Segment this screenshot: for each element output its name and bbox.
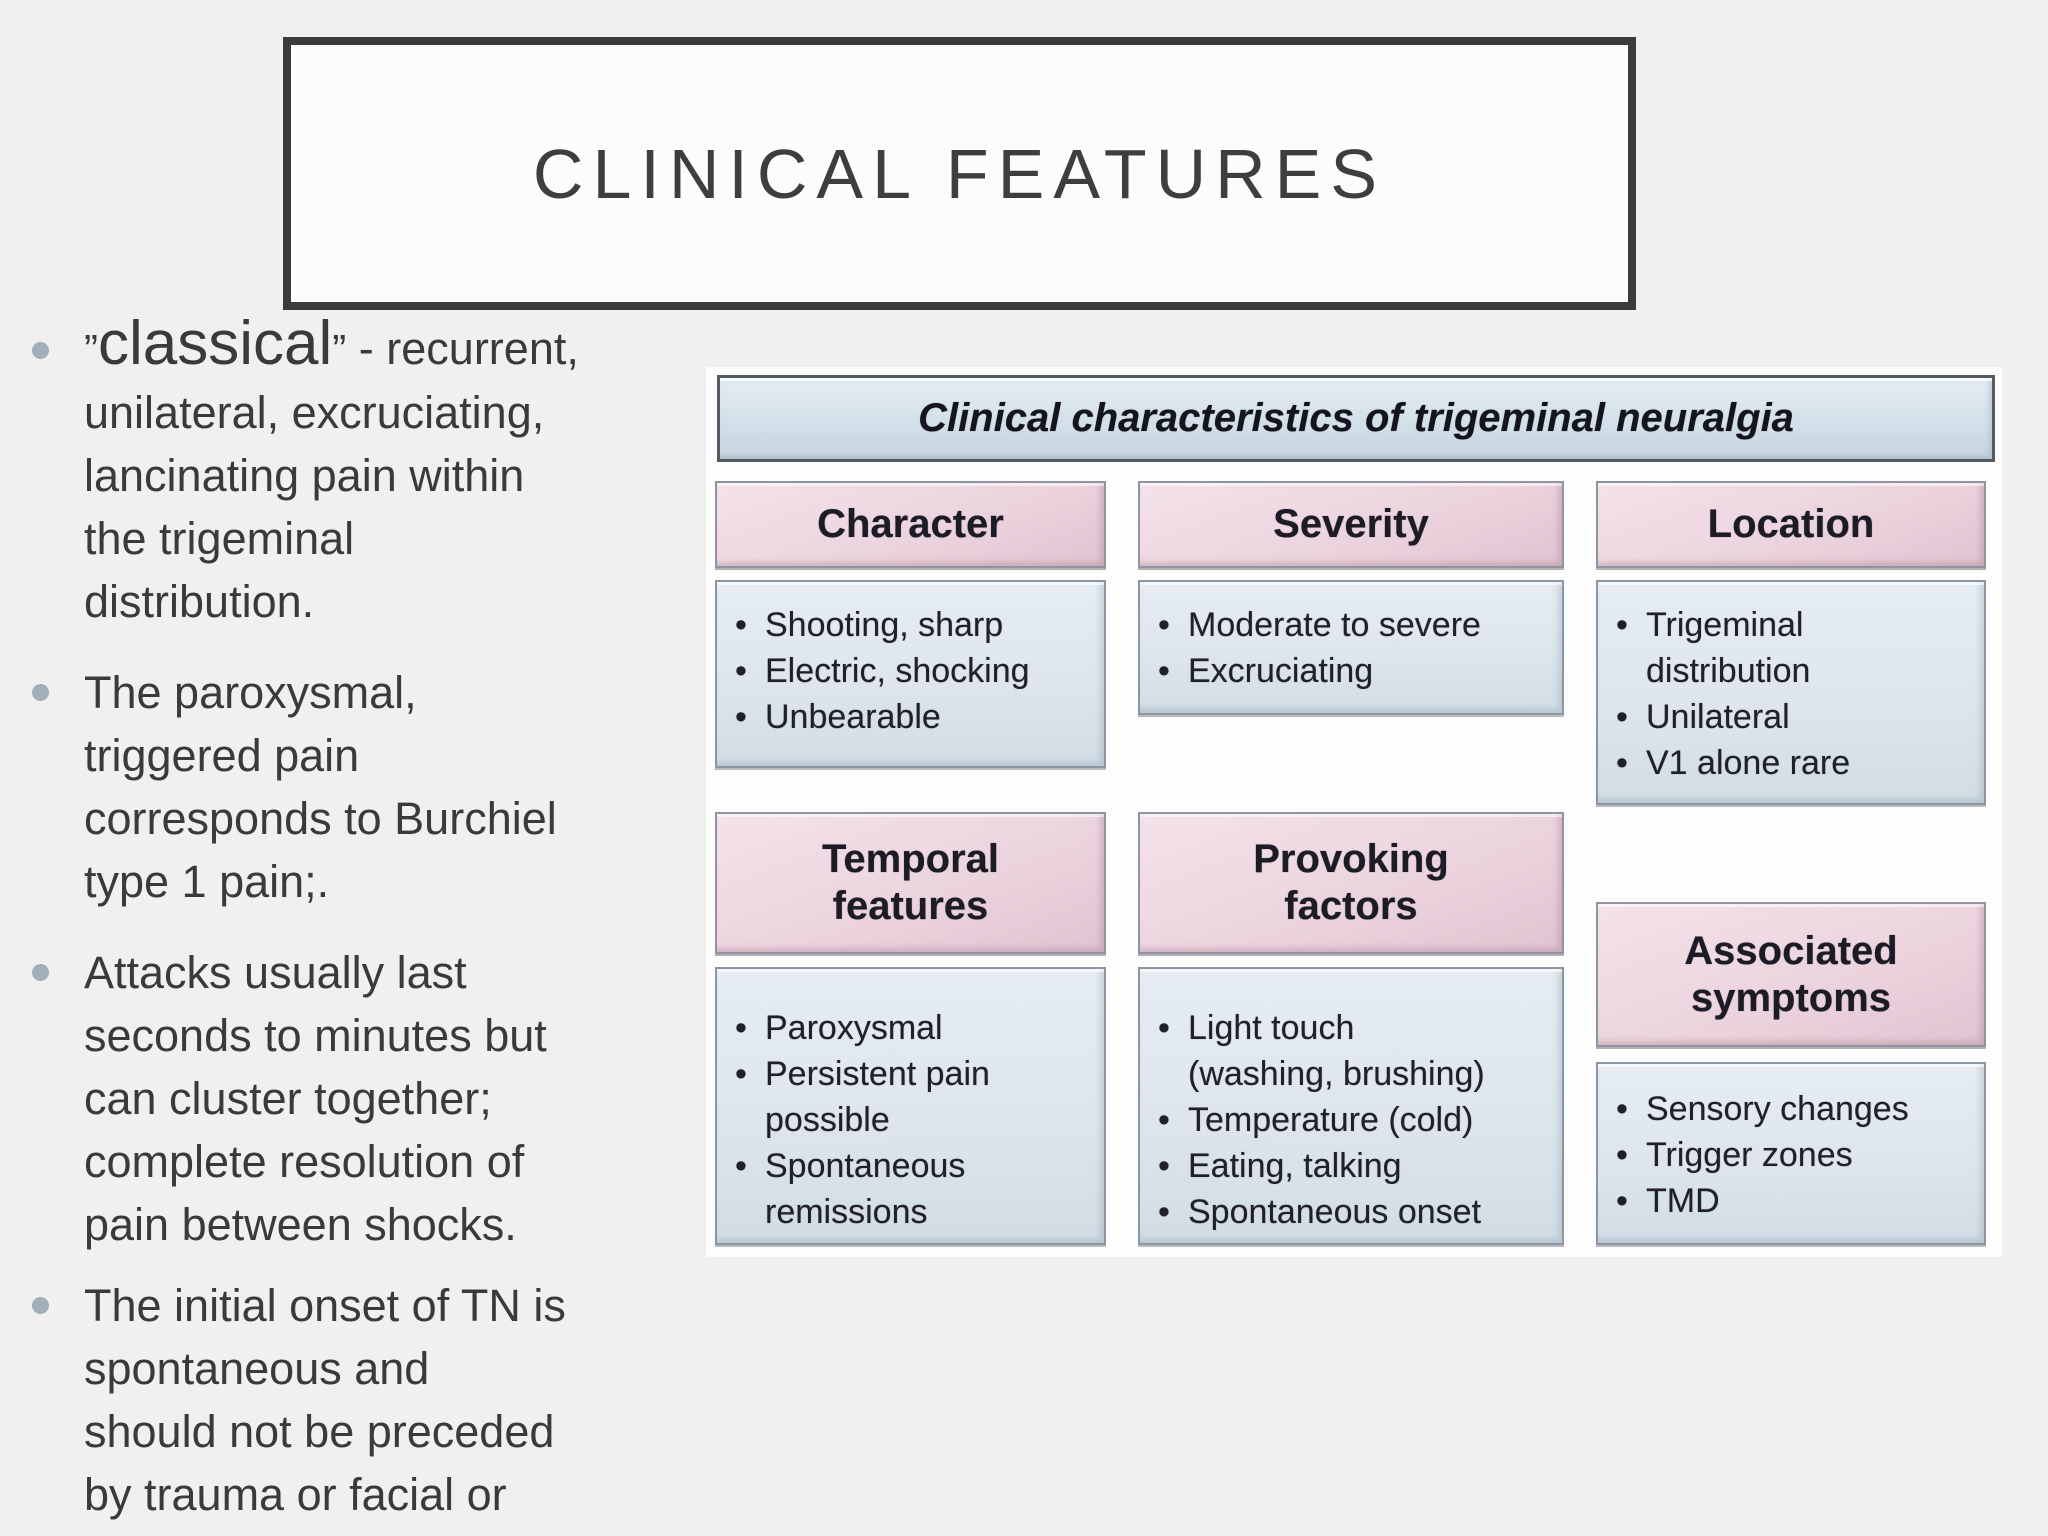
list-item: •Sensory changes (1616, 1086, 1974, 1132)
list-item: •Electric, shocking (735, 648, 1094, 694)
bullet-glyph: • (735, 652, 747, 690)
list-item: •Spontaneous onset (1158, 1189, 1552, 1235)
list-item: •Paroxysmal (735, 1005, 1094, 1051)
bullet-item-4: The initial onset of TN is spontaneous a… (30, 1274, 702, 1536)
list-item: •Trigger zones (1616, 1132, 1974, 1178)
bullet-glyph: • (1616, 606, 1628, 644)
figure-header-severity: Severity (1138, 481, 1564, 568)
list-item: •Unbearable (735, 694, 1094, 740)
bullet-text: The paroxysmal, triggered pain correspon… (84, 667, 557, 907)
bullet-glyph: • (1616, 1090, 1628, 1128)
bullet-glyph: • (1158, 1193, 1170, 1231)
figure-header-character: Character (715, 481, 1106, 568)
bullet-dot (32, 342, 49, 359)
figure-header-location: Location (1596, 481, 1986, 568)
bullet-glyph: • (735, 698, 747, 736)
open-quote: ” (84, 326, 98, 373)
bullet-item-2: The paroxysmal, triggered pain correspon… (30, 661, 702, 913)
bullet-glyph: • (1616, 1182, 1628, 1220)
list-item: •Excruciating (1158, 648, 1552, 694)
title-box: CLINICAL FEATURES (283, 37, 1636, 310)
list-item: •Persistent pain possible (735, 1051, 1094, 1143)
bullet-glyph: • (1158, 1147, 1170, 1185)
figure-title: Clinical characteristics of trigeminal n… (918, 396, 1794, 440)
list-item: •Light touch (washing, brushing) (1158, 1005, 1552, 1097)
bullet-glyph: • (735, 606, 747, 644)
bullet-text: ”classical” - recurrent, unilateral, exc… (84, 309, 579, 627)
bullet-dot (32, 1297, 49, 1314)
figure-title-bar: Clinical characteristics of trigeminal n… (717, 375, 1995, 462)
bullet-glyph: • (735, 1147, 747, 1185)
figure-content-character: •Shooting, sharp •Electric, shocking •Un… (715, 580, 1106, 768)
bullet-glyph: • (1616, 698, 1628, 736)
bullet-item-1: ”classical” - recurrent, unilateral, exc… (30, 312, 702, 633)
bullet-glyph: • (1158, 1009, 1170, 1047)
figure-content-temporal-features: •Paroxysmal •Persistent pain possible •S… (715, 967, 1106, 1245)
figure-content-severity: •Moderate to severe •Excruciating (1138, 580, 1564, 715)
bullet-dot (32, 684, 49, 701)
list-item: •Eating, talking (1158, 1143, 1552, 1189)
bullet-glyph: • (1158, 606, 1170, 644)
bullet-glyph: • (735, 1009, 747, 1047)
bullet-list: ”classical” - recurrent, unilateral, exc… (30, 312, 702, 1536)
list-item: •Temperature (cold) (1158, 1097, 1552, 1143)
list-item: •V1 alone rare (1616, 740, 1974, 786)
emphasis-word: classical (98, 309, 333, 378)
list-item: •Shooting, sharp (735, 602, 1094, 648)
figure-content-provoking-factors: •Light touch (washing, brushing) •Temper… (1138, 967, 1564, 1245)
list-item: •TMD (1616, 1178, 1974, 1224)
bullet-glyph: • (1158, 652, 1170, 690)
bullet-text: The initial onset of TN is spontaneous a… (84, 1280, 566, 1536)
list-item: •Moderate to severe (1158, 602, 1552, 648)
bullet-glyph: • (1158, 1101, 1170, 1139)
figure-panel: Clinical characteristics of trigeminal n… (706, 367, 2002, 1257)
bullet-glyph: • (735, 1055, 747, 1093)
list-item: •Trigeminal distribution (1616, 602, 1974, 694)
bullet-glyph: • (1616, 1136, 1628, 1174)
figure-content-location: •Trigeminal distribution •Unilateral •V1… (1596, 580, 1986, 805)
close-quote: ” (332, 326, 347, 373)
figure-header-provoking-factors: Provoking factors (1138, 812, 1564, 954)
figure-header-associated-symptoms: Associated symptoms (1596, 902, 1986, 1047)
figure-header-temporal-features: Temporal features (715, 812, 1106, 954)
figure-content-associated-symptoms: •Sensory changes •Trigger zones •TMD (1596, 1062, 1986, 1245)
list-item: •Spontaneous remissions (735, 1143, 1094, 1235)
bullet-glyph: • (1616, 744, 1628, 782)
list-item: •Unilateral (1616, 694, 1974, 740)
bullet-dot (32, 964, 49, 981)
bullet-text: Attacks usually last seconds to minutes … (84, 947, 547, 1250)
page-title: CLINICAL FEATURES (532, 134, 1387, 213)
bullet-item-3: Attacks usually last seconds to minutes … (30, 941, 702, 1256)
